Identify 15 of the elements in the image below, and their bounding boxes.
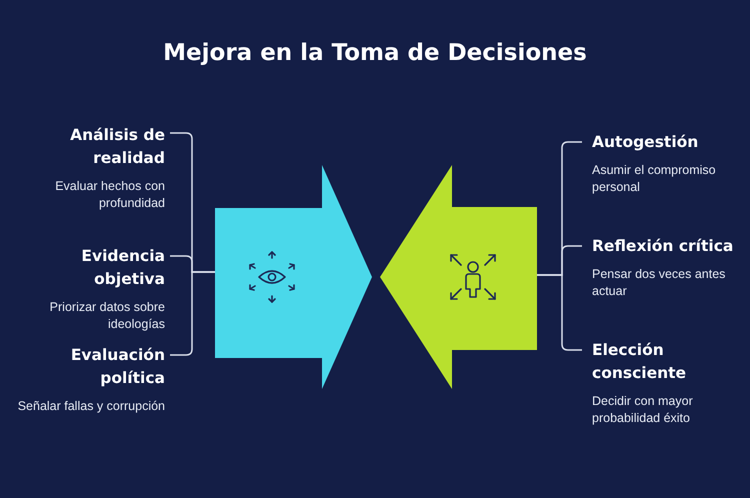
item-heading: Autogestión bbox=[592, 132, 698, 153]
item-description: Evaluar hechos con profundidad bbox=[54, 178, 165, 212]
bracket-line bbox=[537, 274, 582, 351]
item-heading: Elección consciente bbox=[592, 340, 688, 384]
item-description: Pensar dos veces antes actuar bbox=[592, 266, 726, 300]
item-heading: Evidencia objetiva bbox=[80, 246, 165, 290]
title: Mejora en la Toma de Decisiones bbox=[162, 40, 588, 66]
item-description: Priorizar datos sobre ideologías bbox=[48, 299, 165, 333]
item-description: Decidir con mayor probabilidad éxito bbox=[592, 393, 694, 427]
item-heading: Evaluación política bbox=[70, 345, 165, 389]
item-heading: Reflexión crítica bbox=[592, 236, 734, 257]
bracket-line bbox=[170, 271, 215, 356]
item-description: Señalar fallas y corrupción bbox=[18, 398, 165, 415]
item-description: Asumir el compromiso personal bbox=[592, 162, 717, 196]
item-heading: Análisis de realidad bbox=[69, 125, 165, 169]
